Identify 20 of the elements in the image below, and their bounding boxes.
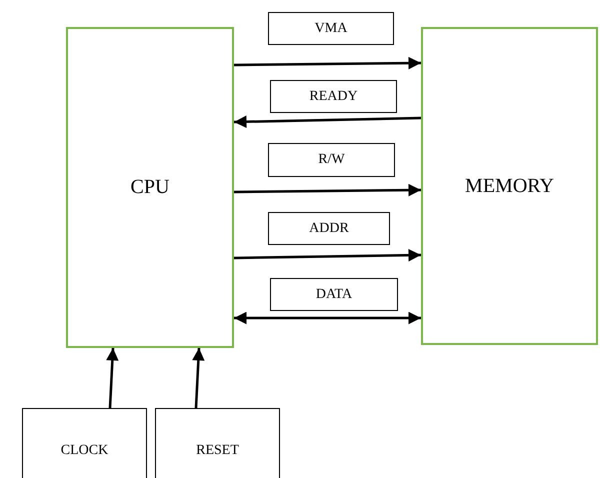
unit-box (421, 27, 598, 345)
node-label: MEMORY (465, 174, 554, 198)
arrow (234, 248, 422, 262)
signal-label: R/W (268, 143, 395, 177)
arrow (106, 348, 119, 408)
signal-label: READY (270, 80, 397, 113)
node-label: RESET (196, 443, 239, 459)
arrow (234, 115, 422, 128)
signal-label: DATA (270, 278, 398, 311)
arrow (234, 184, 422, 196)
arrow (192, 348, 205, 408)
signal-label: VMA (268, 12, 394, 45)
input-box (22, 408, 147, 478)
node-label: CPU (130, 176, 170, 199)
input-box (155, 408, 280, 478)
signal-label: ADDR (268, 212, 390, 245)
unit-box (66, 27, 234, 348)
arrow (234, 56, 422, 70)
node-label: CLOCK (60, 443, 108, 459)
arrow (234, 312, 421, 324)
